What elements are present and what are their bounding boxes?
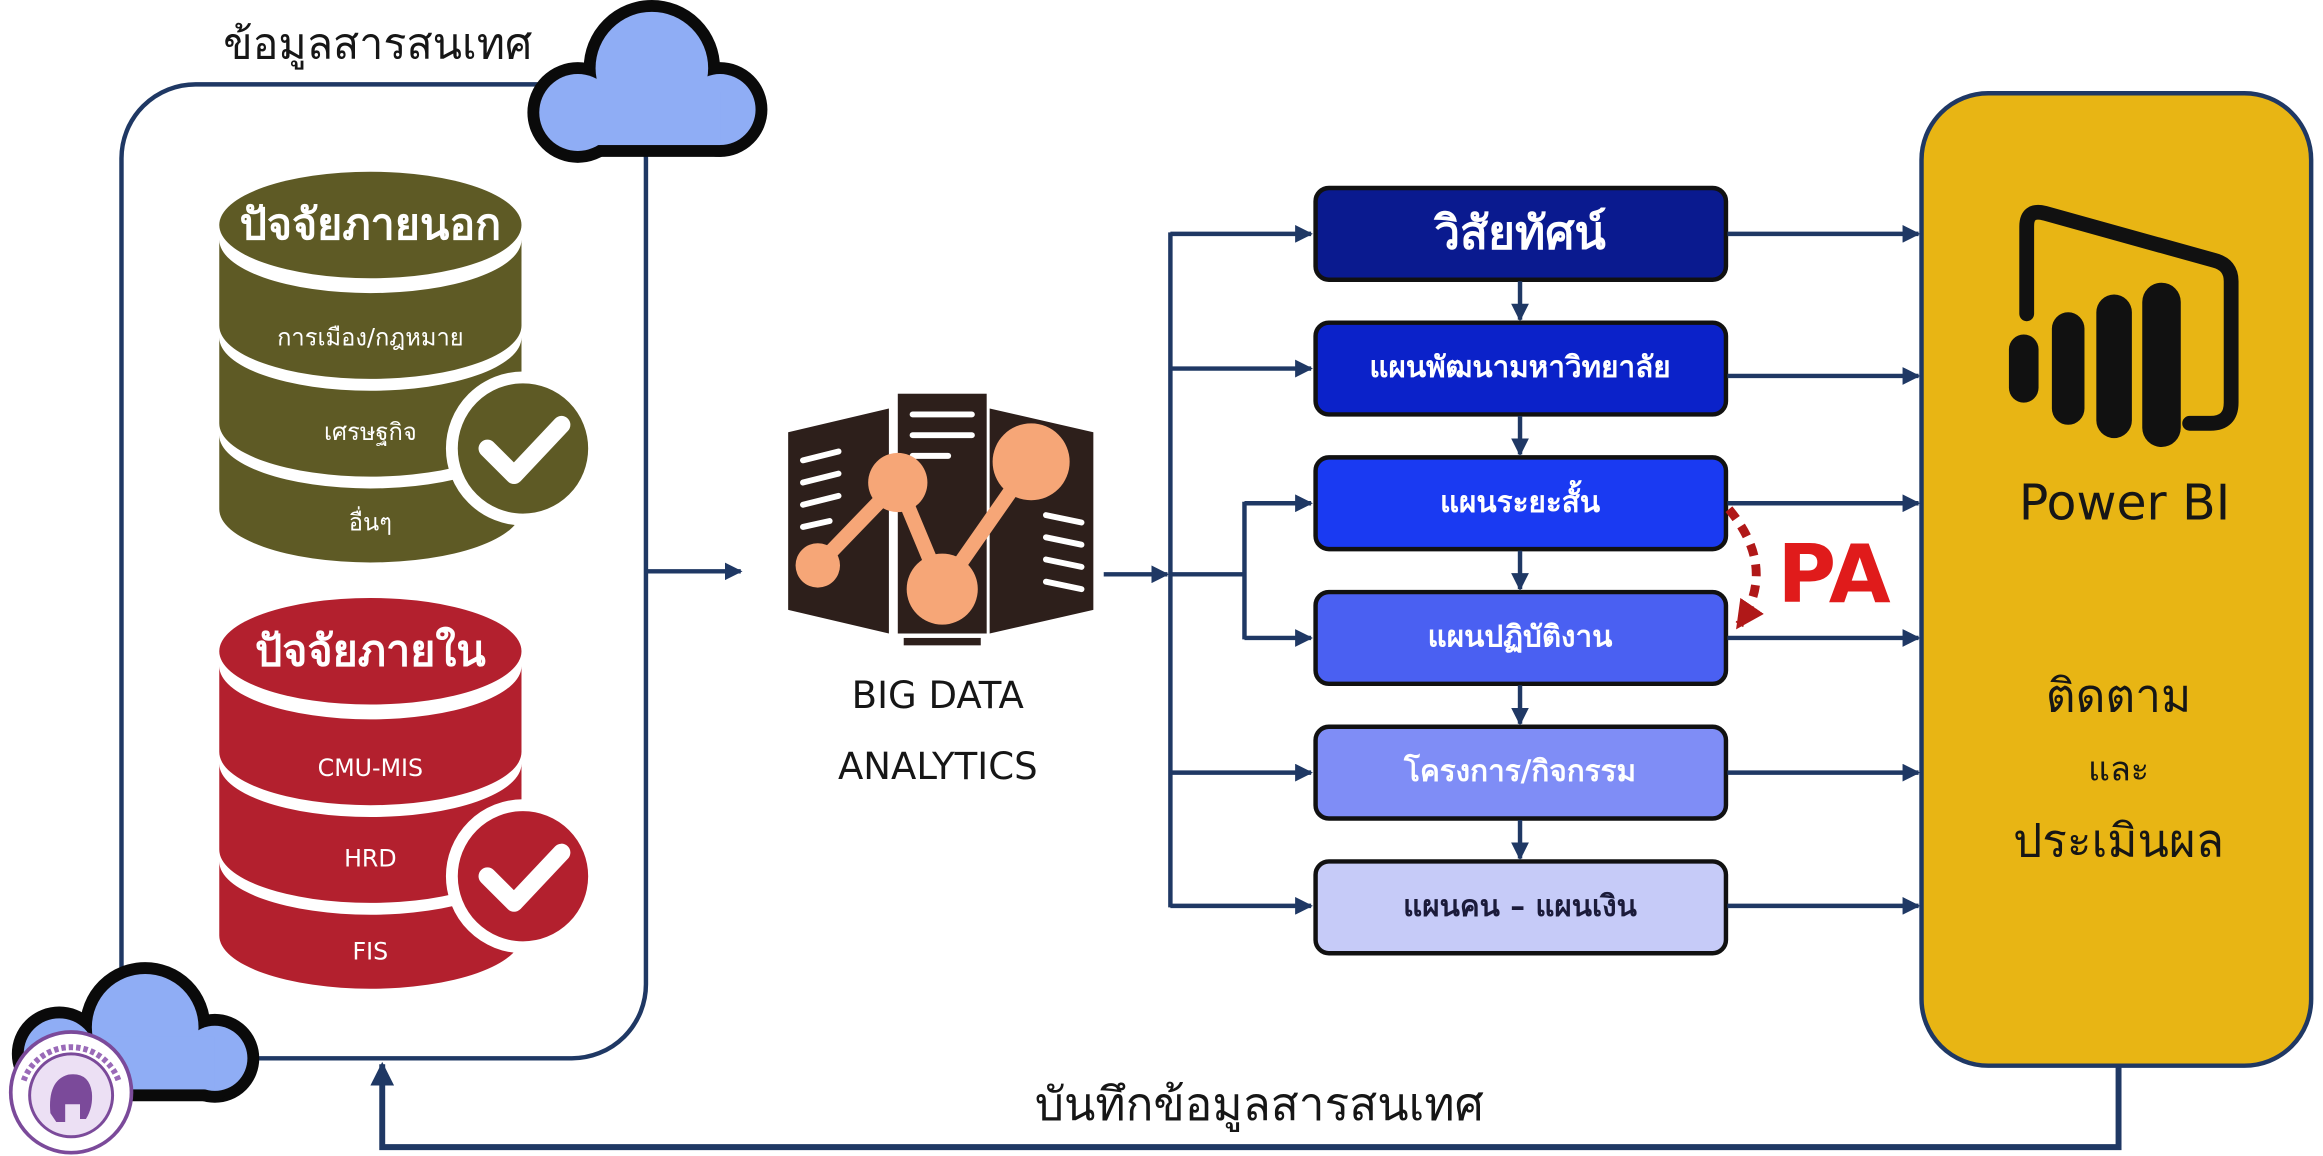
feedback-label: บันทึกข้อมูลสารสนเทศ bbox=[1035, 1077, 1484, 1132]
power-bi-logo-icon bbox=[2008, 204, 2239, 448]
plan-box-label: แผนพัฒนามหาวิทยาลัย bbox=[1369, 350, 1670, 384]
plan-box-bg bbox=[1313, 185, 1729, 282]
database-icon-internal-factors: ปัจจัยภายใน CMU-MIS HRD FIS bbox=[219, 597, 601, 989]
power-bi-logo-bar bbox=[2142, 282, 2181, 448]
external-factor-item: เศรษฐกิจ bbox=[324, 418, 417, 446]
university-seal-icon bbox=[8, 1030, 134, 1155]
plan-box-label: วิสัยทัศน์ bbox=[1433, 205, 1606, 259]
plan-box: โครงการ/กิจกรรม bbox=[1313, 724, 1729, 821]
server-slit bbox=[800, 470, 842, 486]
seal-ring-text-arc bbox=[20, 1044, 122, 1082]
plan-box-label: แผนปฏิบัติงาน bbox=[1428, 619, 1614, 653]
plan-box-bg bbox=[1313, 455, 1729, 552]
external-factors-title: ปัจจัยภายนอก bbox=[240, 200, 502, 250]
plan-box-bg bbox=[1313, 320, 1729, 417]
distribution-connectors bbox=[1103, 224, 1313, 915]
plan-box-label: แผนระยะสั้น bbox=[1440, 480, 1601, 519]
plan-box: แผนปฏิบัติงาน bbox=[1313, 589, 1729, 687]
server-slit bbox=[800, 492, 842, 508]
check-circle-icon bbox=[445, 371, 601, 526]
plan-box-label: แผนคน – แผนเงิน bbox=[1403, 889, 1638, 923]
plan-box: แผนพัฒนามหาวิทยาลัย bbox=[1313, 320, 1729, 417]
check-mark bbox=[478, 415, 571, 485]
database-band bbox=[219, 337, 522, 477]
plan-box: แผนคน – แผนเงิน bbox=[1313, 859, 1729, 956]
server-base bbox=[903, 637, 981, 646]
database-cap bbox=[219, 171, 522, 279]
internal-factor-item: HRD bbox=[344, 844, 397, 872]
pa-label: PA bbox=[1778, 528, 1891, 621]
plan-box: แผนระยะสั้น bbox=[1313, 455, 1729, 552]
database-band bbox=[219, 763, 522, 903]
database-band bbox=[219, 239, 522, 379]
power-bi-name: Power BI bbox=[2019, 475, 2230, 532]
feedback-loop-arrow bbox=[370, 1061, 2122, 1151]
plan-box-label: โครงการ/กิจกรรม bbox=[1403, 753, 1636, 788]
cloud-base bbox=[577, 91, 721, 146]
external-factor-item: อื่นๆ bbox=[349, 506, 392, 537]
server-slit bbox=[1042, 556, 1085, 570]
cloud-icon bbox=[527, 0, 768, 163]
database-band bbox=[219, 861, 522, 989]
database-icon-external-factors: ปัจจัยภายนอก การเมือง/กฎหมาย เศรษฐกิจ อื… bbox=[219, 171, 601, 563]
database-band bbox=[219, 435, 522, 563]
power-bi-input-arrows bbox=[1727, 224, 1921, 915]
server-slit bbox=[1042, 578, 1085, 593]
check-circle-bg bbox=[445, 371, 601, 526]
server-slit bbox=[800, 448, 842, 464]
information-header-label: ข้อมูลสารสนเทศ bbox=[223, 19, 532, 70]
plan-box: วิสัยทัศน์ bbox=[1313, 185, 1729, 282]
cloud-fill bbox=[539, 11, 756, 151]
pa-dashed-arrow bbox=[1725, 506, 1764, 630]
internal-factor-item: FIS bbox=[353, 938, 389, 966]
server-slit bbox=[1042, 534, 1085, 548]
internal-factor-item: CMU-MIS bbox=[318, 754, 423, 782]
server-slit bbox=[800, 518, 833, 530]
check-mark bbox=[478, 843, 571, 912]
analytics-node-links bbox=[812, 457, 1038, 597]
database-band bbox=[219, 666, 522, 806]
plan-box-bg bbox=[1313, 724, 1729, 821]
power-bi-logo-bar bbox=[2008, 334, 2039, 403]
power-bi-caption-line3: ประเมินผล bbox=[2013, 814, 2224, 868]
power-bi-logo-frame bbox=[2019, 204, 2239, 431]
big-data-server-icon bbox=[788, 393, 1094, 646]
analytics-node bbox=[868, 452, 928, 513]
server-slits bbox=[800, 411, 1085, 593]
external-factor-item: การเมือง/กฎหมาย bbox=[277, 323, 464, 351]
power-bi-caption-line2: และ bbox=[2088, 750, 2149, 790]
server-rack-left bbox=[788, 408, 889, 634]
analytics-label-line1: BIG DATA bbox=[852, 674, 1025, 717]
analytics-node bbox=[795, 543, 841, 588]
seal-elephant bbox=[50, 1074, 93, 1122]
power-bi-logo-bar bbox=[2051, 312, 2085, 425]
internal-factors-title: ปัจจัยภายใน bbox=[255, 625, 486, 676]
plan-box-bg bbox=[1313, 859, 1729, 956]
power-bi-logo-bar bbox=[2096, 294, 2132, 439]
analytics-node bbox=[992, 423, 1070, 501]
power-bi-caption-line1: ติดตาม bbox=[2046, 669, 2192, 723]
analytics-label-line2: ANALYTICS bbox=[838, 745, 1038, 788]
check-circle-bg bbox=[445, 799, 601, 954]
check-circle-icon bbox=[445, 799, 601, 954]
plan-box-bg bbox=[1313, 589, 1729, 687]
analytics-node bbox=[906, 553, 978, 625]
server-slit bbox=[1042, 512, 1085, 526]
database-cap bbox=[219, 597, 522, 705]
